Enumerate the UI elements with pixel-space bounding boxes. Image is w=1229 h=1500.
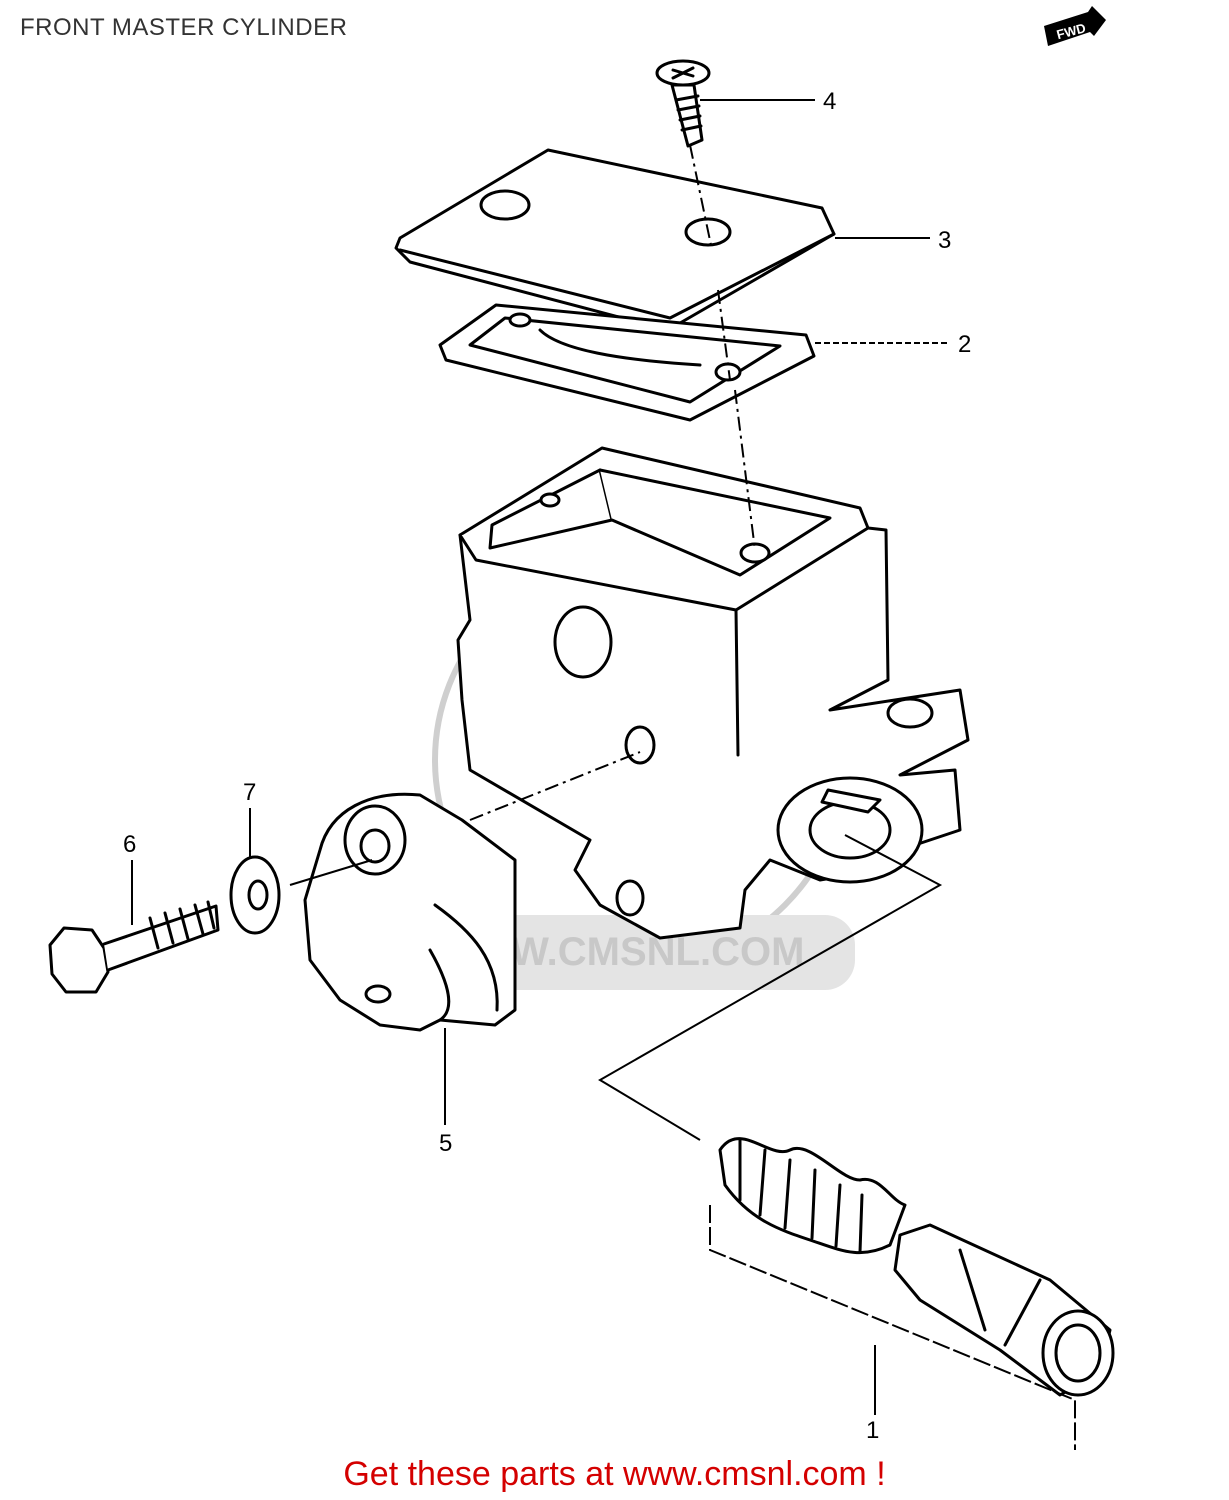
footer-promo-text: Get these parts at www.cmsnl.com ! <box>343 1455 886 1493</box>
callout-number-4: 4 <box>823 88 836 115</box>
exploded-parts-diagram: WWW.CMSNL.COM <box>48 59 1115 1450</box>
piston-assembly-part <box>718 1137 1115 1397</box>
callout-number-7: 7 <box>243 779 256 806</box>
leader-lines <box>131 99 1076 1450</box>
callout-number-2: 2 <box>958 331 971 358</box>
master-cylinder-body <box>456 446 970 940</box>
clamp-part <box>303 792 517 1032</box>
callout-number-1: 1 <box>866 1417 879 1444</box>
fwd-arrow-icon: FWD <box>1044 6 1106 46</box>
page-title: FRONT MASTER CYLINDER <box>20 14 348 41</box>
fwd-label: FWD <box>1055 20 1087 42</box>
callout-number-6: 6 <box>123 831 136 858</box>
screw-part <box>655 59 711 148</box>
reservoir-cap-part <box>394 148 836 332</box>
diaphragm-part <box>438 303 816 422</box>
callout-number-3: 3 <box>938 227 951 254</box>
washer-part <box>229 855 281 935</box>
callout-number-5: 5 <box>439 1130 452 1157</box>
bolt-part <box>48 900 220 994</box>
